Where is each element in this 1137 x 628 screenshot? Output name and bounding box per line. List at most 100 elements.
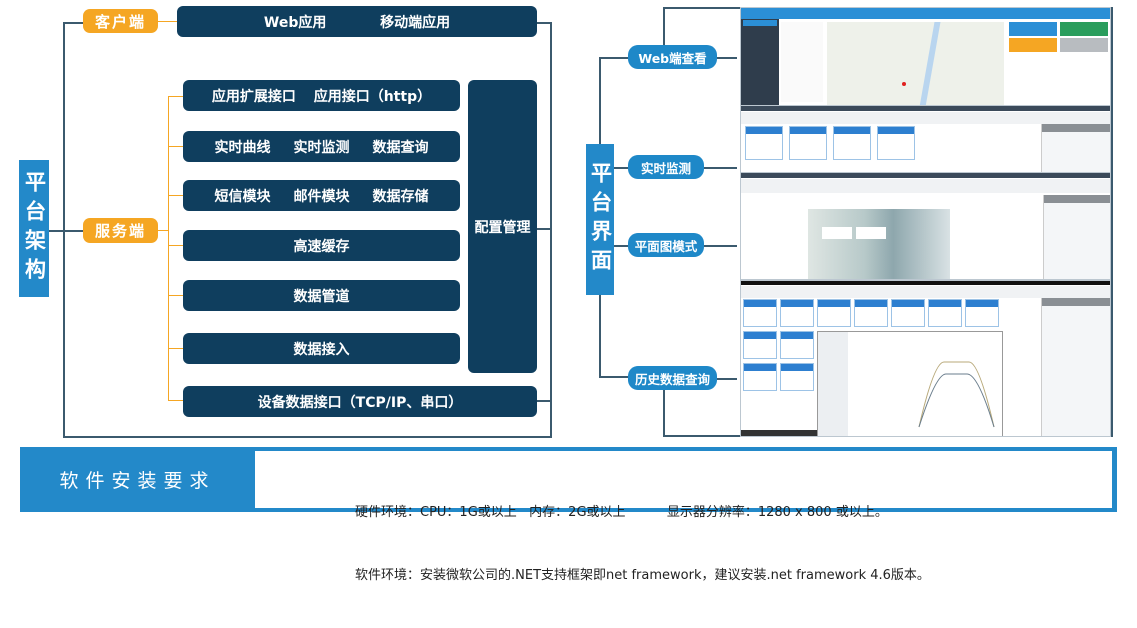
connector bbox=[168, 295, 183, 296]
sensor-card bbox=[780, 331, 814, 359]
sensor-card bbox=[928, 299, 962, 327]
status-bar bbox=[741, 430, 817, 436]
module: 数据查询 bbox=[372, 139, 429, 156]
toolbar bbox=[741, 179, 1110, 193]
module: 数据存储 bbox=[372, 188, 429, 205]
module: 应用接口（http） bbox=[313, 88, 432, 105]
sensor-card bbox=[891, 299, 925, 327]
series-line bbox=[918, 361, 995, 428]
sensor-card bbox=[743, 299, 777, 327]
frame-line bbox=[599, 57, 628, 59]
history-chart bbox=[918, 361, 995, 428]
server-row-realtime: 实时曲线 实时监测 数据查询 bbox=[183, 131, 460, 162]
device-tree bbox=[1043, 195, 1110, 279]
frame-line bbox=[49, 230, 83, 232]
frame-line bbox=[537, 228, 552, 230]
frame-line bbox=[550, 22, 552, 438]
web-view-screenshot bbox=[740, 7, 1111, 106]
sensor-card bbox=[817, 299, 851, 327]
toolbar bbox=[741, 112, 1110, 124]
frame-line bbox=[63, 436, 552, 438]
titlebar bbox=[741, 106, 1110, 111]
stat-tile bbox=[1060, 38, 1108, 52]
frame-line bbox=[614, 167, 628, 169]
series-line bbox=[918, 373, 995, 428]
client-box: Web应用 移动端应用 bbox=[177, 6, 537, 37]
sensor-card bbox=[833, 126, 871, 160]
stat-tile bbox=[1060, 22, 1108, 36]
sensor-card bbox=[745, 126, 783, 160]
realtime-screenshot bbox=[740, 105, 1111, 173]
server-row-pipeline: 数据管道 bbox=[183, 280, 460, 311]
server-row-cache: 高速缓存 bbox=[183, 230, 460, 261]
server-row-ingest: 数据接入 bbox=[183, 333, 460, 364]
server-label: 服务端 bbox=[83, 218, 158, 243]
frame-line bbox=[537, 400, 552, 402]
architecture-title-text: 平台架构 bbox=[22, 170, 47, 287]
map-marker bbox=[902, 82, 906, 86]
sidebar bbox=[741, 19, 779, 105]
module: 邮件模块 bbox=[293, 188, 350, 205]
frame-line bbox=[1111, 7, 1113, 437]
history-screenshot bbox=[740, 280, 1111, 437]
module: 数据接入 bbox=[293, 341, 350, 358]
connector bbox=[168, 348, 183, 349]
titlebar bbox=[741, 173, 1110, 178]
architecture-title: 平台架构 bbox=[19, 160, 49, 297]
module: 实时曲线 bbox=[214, 139, 271, 156]
frame-line bbox=[663, 7, 743, 9]
connector bbox=[158, 230, 168, 231]
connector bbox=[168, 97, 169, 401]
sensor-card bbox=[965, 299, 999, 327]
module: 短信模块 bbox=[214, 188, 271, 205]
map bbox=[827, 22, 1004, 105]
requirements-banner: 软件安装要求 硬件环境：CPU：1G或以上 内存：2G或以上 显示器分辨率：12… bbox=[20, 447, 1117, 583]
connector bbox=[158, 21, 177, 22]
tree bbox=[781, 22, 823, 102]
frame-line bbox=[663, 7, 665, 45]
floorplan-screenshot bbox=[740, 172, 1111, 280]
connector bbox=[168, 96, 183, 97]
history-dialog bbox=[817, 331, 1003, 436]
mobile-app: 移动端应用 bbox=[380, 14, 451, 31]
frame-line bbox=[614, 245, 628, 247]
frame-line bbox=[717, 57, 737, 59]
sensor-card bbox=[789, 126, 827, 160]
module: 应用扩展接口 bbox=[211, 88, 296, 105]
module: 实时监测 bbox=[293, 139, 350, 156]
titlebar bbox=[741, 8, 1110, 19]
device-tree bbox=[1041, 124, 1110, 172]
sensor-card bbox=[780, 363, 814, 391]
stat-tile bbox=[1009, 22, 1057, 36]
interface-title-text: 平台界面 bbox=[588, 161, 613, 278]
module: 高速缓存 bbox=[293, 238, 350, 255]
frame-line bbox=[663, 390, 665, 437]
toolbar bbox=[741, 286, 1110, 298]
server-row-interfaces: 应用扩展接口 应用接口（http） bbox=[183, 80, 460, 111]
river bbox=[919, 22, 941, 105]
frame-line bbox=[537, 22, 552, 24]
requirements-title: 软件安装要求 bbox=[59, 470, 216, 492]
client-label: 客户端 bbox=[83, 9, 158, 33]
connector bbox=[168, 146, 183, 147]
frame-line bbox=[717, 378, 737, 380]
sensor-card bbox=[743, 363, 777, 391]
stat-tile bbox=[1009, 38, 1057, 52]
requirements-body: 硬件环境：CPU：1G或以上 内存：2G或以上 显示器分辨率：1280 x 80… bbox=[255, 451, 1112, 583]
sensor-card bbox=[877, 126, 915, 160]
device-tree bbox=[1041, 298, 1110, 436]
view-floorplan: 平面图模式 bbox=[628, 233, 704, 257]
software-requirement: 软件环境：安装微软公司的.NET支持框架即net framework，建议安装.… bbox=[355, 568, 930, 583]
sidebar-active bbox=[743, 20, 777, 26]
device-interface-label: 设备数据接口（TCP/IP、串口） bbox=[257, 394, 463, 411]
view-web: Web端查看 bbox=[628, 45, 717, 69]
view-history: 历史数据查询 bbox=[628, 366, 717, 390]
connector bbox=[168, 195, 183, 196]
connector bbox=[168, 400, 183, 401]
sensor-popup bbox=[856, 227, 886, 239]
config-label: 配置管理 bbox=[474, 219, 531, 236]
view-realtime: 实时监测 bbox=[628, 155, 704, 179]
connector bbox=[168, 245, 183, 246]
floorplan-photo bbox=[808, 209, 950, 279]
server-row-modules: 短信模块 邮件模块 数据存储 bbox=[183, 180, 460, 211]
